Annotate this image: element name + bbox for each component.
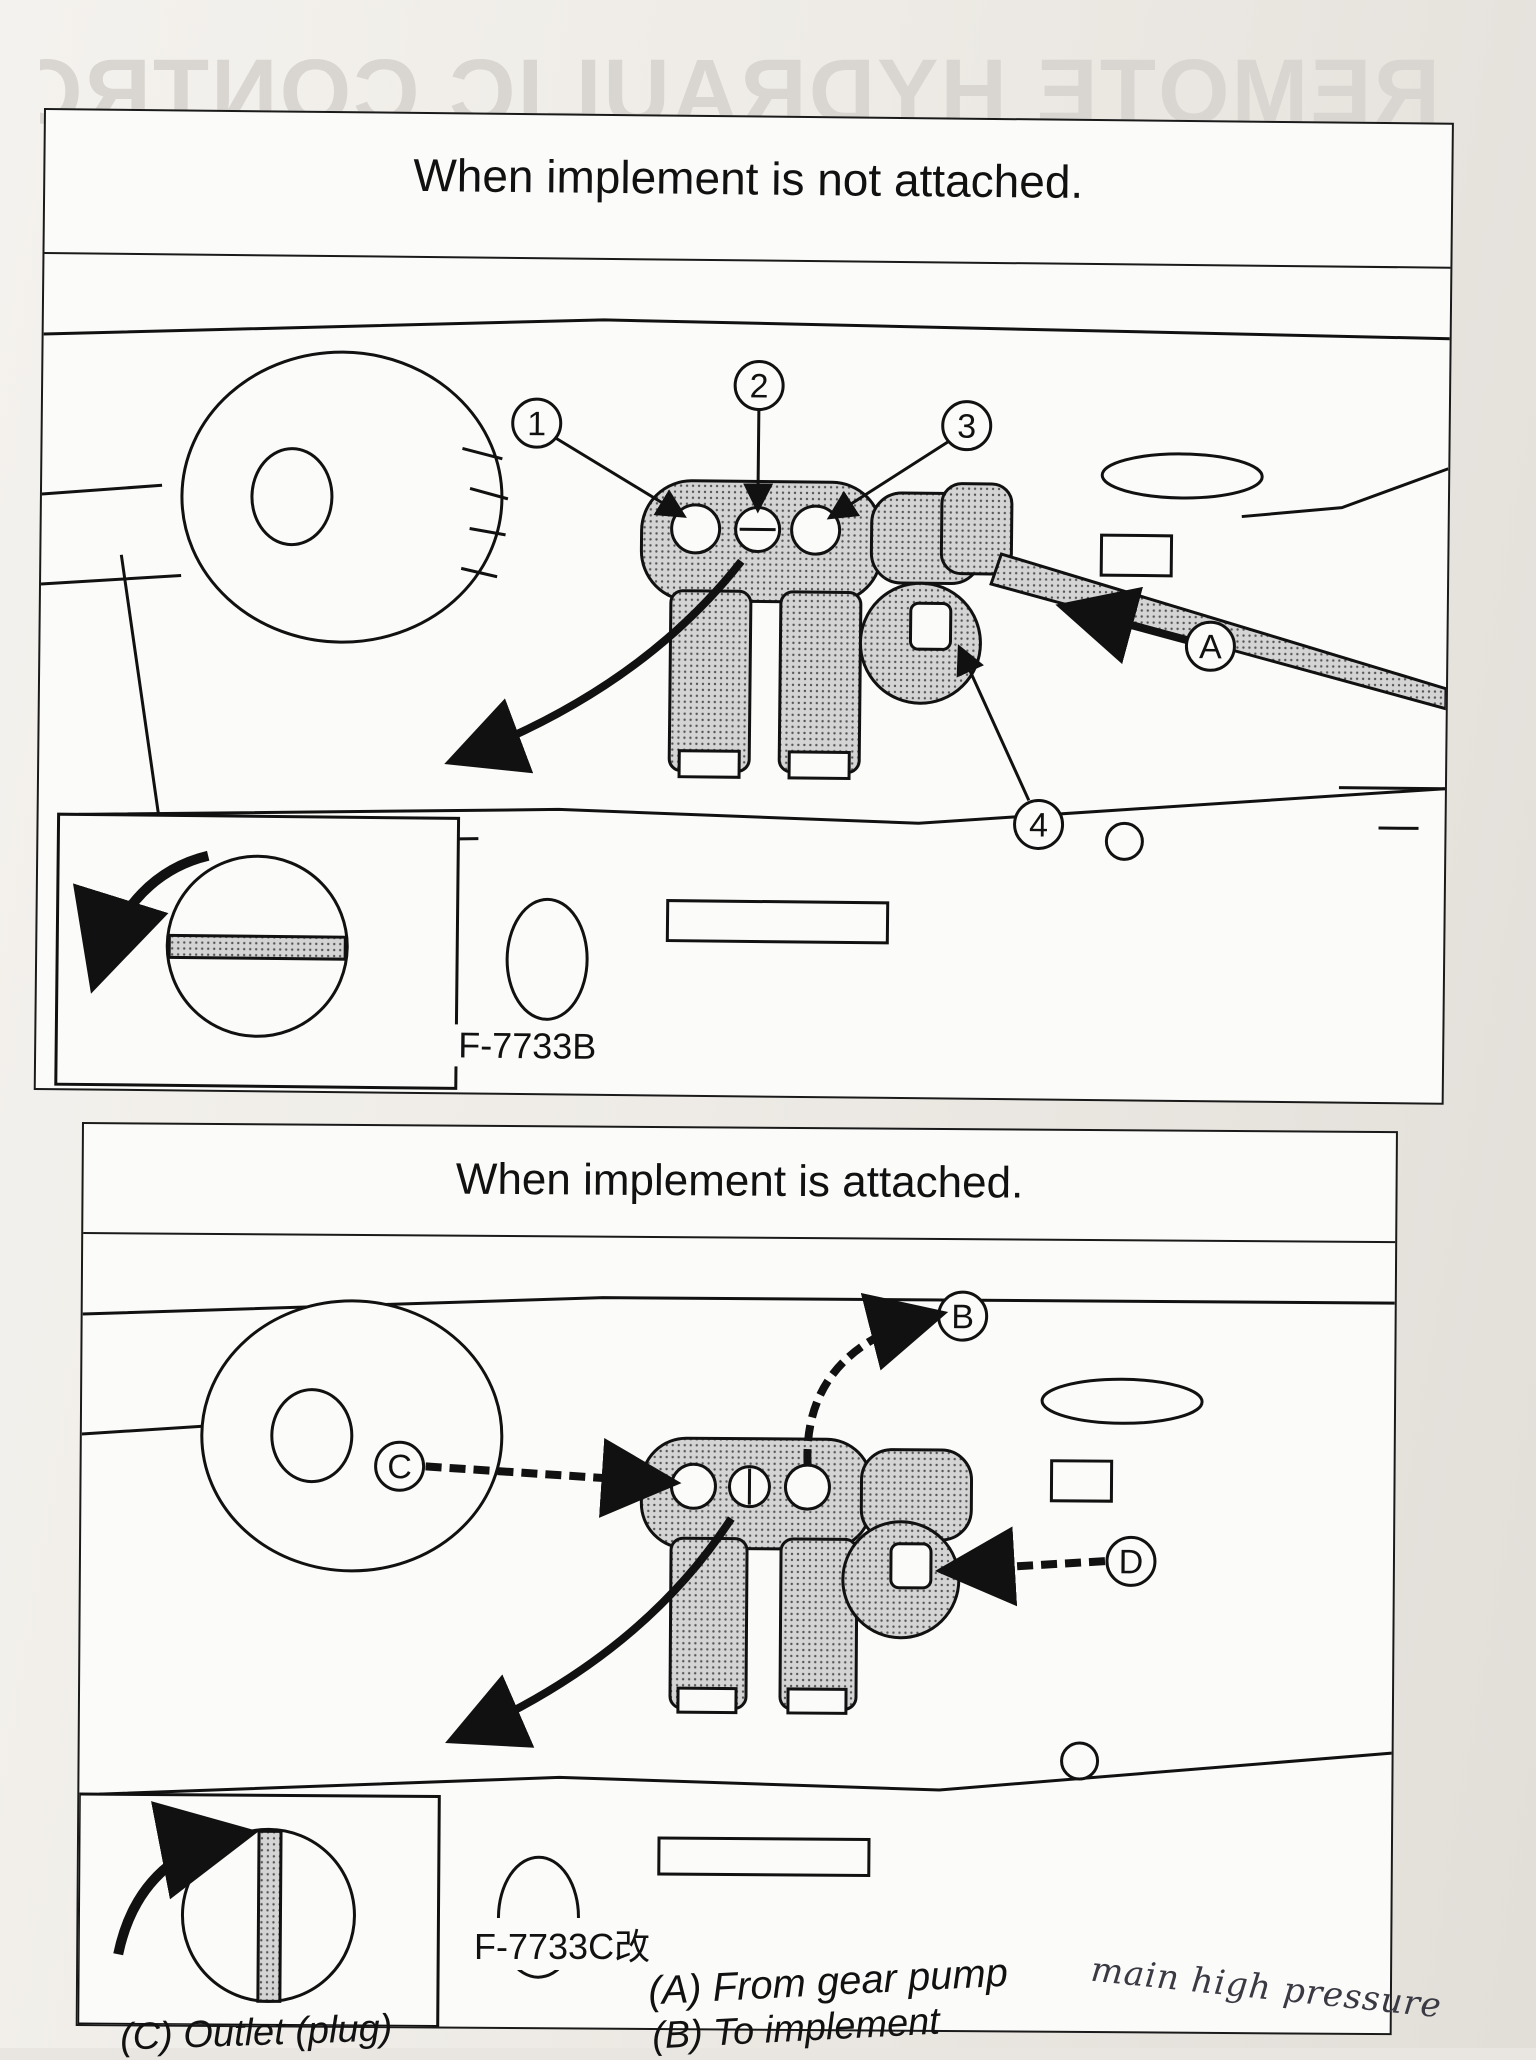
port-3 [791,506,840,555]
legend-c: (C) Outlet (plug) [119,2007,393,2059]
callout-b-label: B [951,1298,974,1336]
leader-2 [758,410,759,508]
callout-c-label: C [387,1448,412,1486]
leader-1 [554,437,683,514]
leader-4 [959,650,1031,801]
filter-cap [251,448,332,545]
valve-illustration: B C D [78,1234,1395,2033]
filter-cap [271,1389,352,1482]
diagram-panel-attached: When implement is attached. [76,1122,1398,2035]
lever-handle-horizontal [169,935,345,959]
valve-diagram-svg: 1 2 3 4 A [36,254,1451,1103]
callout-2: 2 [735,361,784,410]
panel-caption: When implement is attached. [83,1152,1395,1211]
diagram-panel-not-attached: When implement is not attached. [34,108,1454,1105]
figure-code: F-7733C改 [470,1918,654,1970]
callout-1-label: 1 [527,405,546,443]
flow-arrow-d [951,1560,1105,1571]
callout-a-label: A [1199,628,1222,666]
callout-d-label: D [1119,1543,1144,1581]
filter-body [180,350,503,643]
callout-a: A [1186,622,1235,671]
valve-diagram-svg: B C D [78,1234,1395,2033]
valve-illustration: 1 2 3 4 A [36,254,1451,1103]
frame-line [44,314,1450,349]
callout-4-label: 4 [1029,806,1048,844]
callout-3-label: 3 [957,408,976,446]
lever-handle-vertical [258,1831,281,2001]
callout-d: D [1107,1537,1155,1585]
callout-3: 3 [942,401,991,450]
callout-1: 1 [512,399,561,448]
callout-4: 4 [1014,800,1063,849]
panel-caption: When implement is not attached. [45,144,1451,213]
callout-c: C [375,1442,423,1490]
callout-b: B [938,1292,986,1340]
figure-code: F-7733B [454,1024,601,1068]
callout-2-label: 2 [749,367,768,405]
